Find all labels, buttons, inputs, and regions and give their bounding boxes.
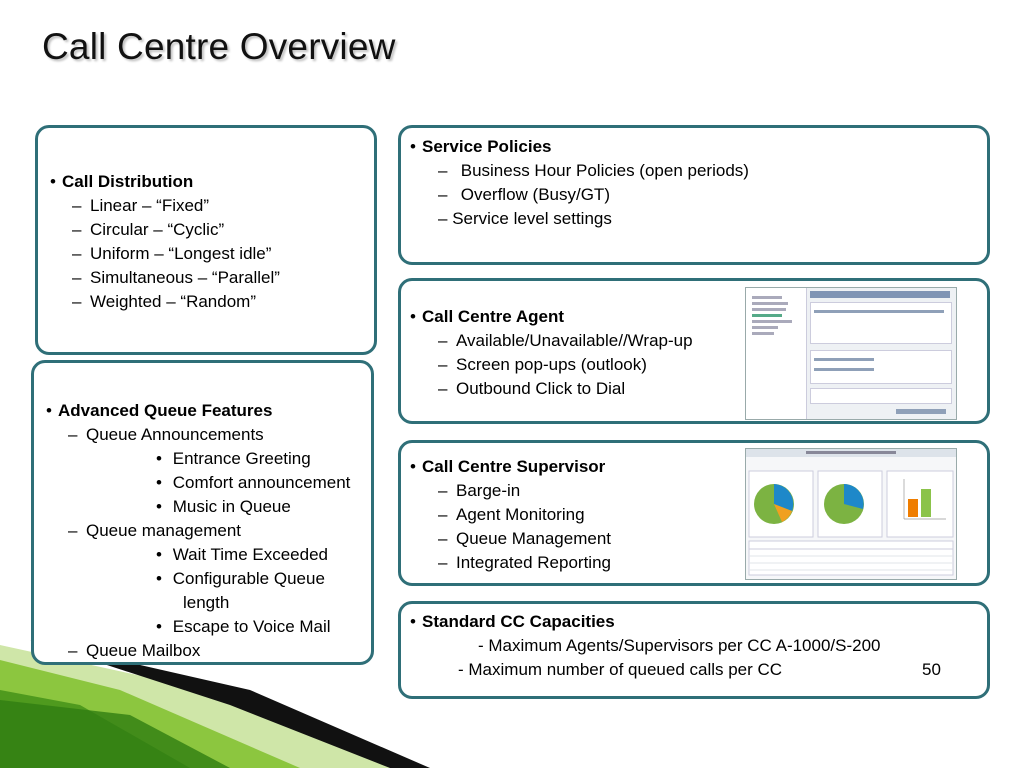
agent-heading: Call Centre Agent xyxy=(422,307,565,326)
list-item: Barge-in xyxy=(456,481,521,500)
queue-features-box xyxy=(31,360,374,665)
list-item: Uniform – “Longest idle” xyxy=(90,244,272,263)
list-item: Queue management xyxy=(86,521,241,540)
list-item: Agent Monitoring xyxy=(456,505,585,524)
list-item: Weighted – “Random” xyxy=(90,292,256,311)
service-policies-box xyxy=(398,125,990,265)
list-item: Music in Queue xyxy=(172,497,291,516)
queue-features-heading: Advanced Queue Features xyxy=(58,401,273,420)
capacities-box xyxy=(398,601,990,699)
capacity-line: - Maximum Agents/Supervisors per CC A-10… xyxy=(478,636,881,655)
page-title: Call Centre Overview xyxy=(42,26,396,67)
list-item: Service level settings xyxy=(452,209,612,228)
list-item: Queue Announcements xyxy=(86,425,264,444)
list-item: Screen pop-ups (outlook) xyxy=(456,355,647,374)
agent-report-screenshot xyxy=(745,448,957,580)
capacity-value: 50 xyxy=(922,660,941,679)
supervisor-list: •Call Centre Supervisor –Barge-in –Agent… xyxy=(410,457,611,572)
list-item: Wait Time Exceeded xyxy=(172,545,329,564)
list-item: Escape to Voice Mail xyxy=(172,617,331,636)
list-item: Queue Mailbox xyxy=(86,641,201,660)
list-item: Available/Unavailable//Wrap-up xyxy=(456,331,693,350)
capacity-line: - Maximum number of queued calls per CC xyxy=(458,660,783,679)
list-item: length xyxy=(183,593,230,612)
list-item: Simultaneous – “Parallel” xyxy=(90,268,280,287)
service-policies-heading: Service Policies xyxy=(422,137,552,156)
list-item: Configurable Queue xyxy=(172,569,325,588)
call-distribution-heading: Call Distribution xyxy=(62,172,194,191)
queue-features-list: •Advanced Queue Features –Queue Announce… xyxy=(46,401,351,660)
list-item: Outbound Click to Dial xyxy=(456,379,626,398)
service-policies-list: •Service Policies – Business Hour Polici… xyxy=(410,137,749,228)
list-item: Comfort announcement xyxy=(172,473,351,492)
list-item: Business Hour Policies (open periods) xyxy=(460,161,749,180)
list-item: Linear – “Fixed” xyxy=(90,196,210,215)
capacities-heading: Standard CC Capacities xyxy=(422,612,615,631)
list-item: Integrated Reporting xyxy=(456,553,611,572)
supervisor-heading: Call Centre Supervisor xyxy=(422,457,606,476)
list-item: Entrance Greeting xyxy=(172,449,311,468)
list-item: Circular – “Cyclic” xyxy=(90,220,225,239)
list-item: Queue Management xyxy=(456,529,611,548)
call-distribution-list: •Call Distribution –Linear – “Fixed” –Ci… xyxy=(50,172,280,311)
capacities-list: •Standard CC Capacities - Maximum Agents… xyxy=(410,610,970,682)
agent-list: •Call Centre Agent –Available/Unavailabl… xyxy=(410,307,693,398)
agent-settings-screenshot xyxy=(745,287,957,420)
list-item: Overflow (Busy/GT) xyxy=(460,185,610,204)
call-distribution-box xyxy=(35,125,377,355)
report-charts-graphic xyxy=(746,449,956,576)
